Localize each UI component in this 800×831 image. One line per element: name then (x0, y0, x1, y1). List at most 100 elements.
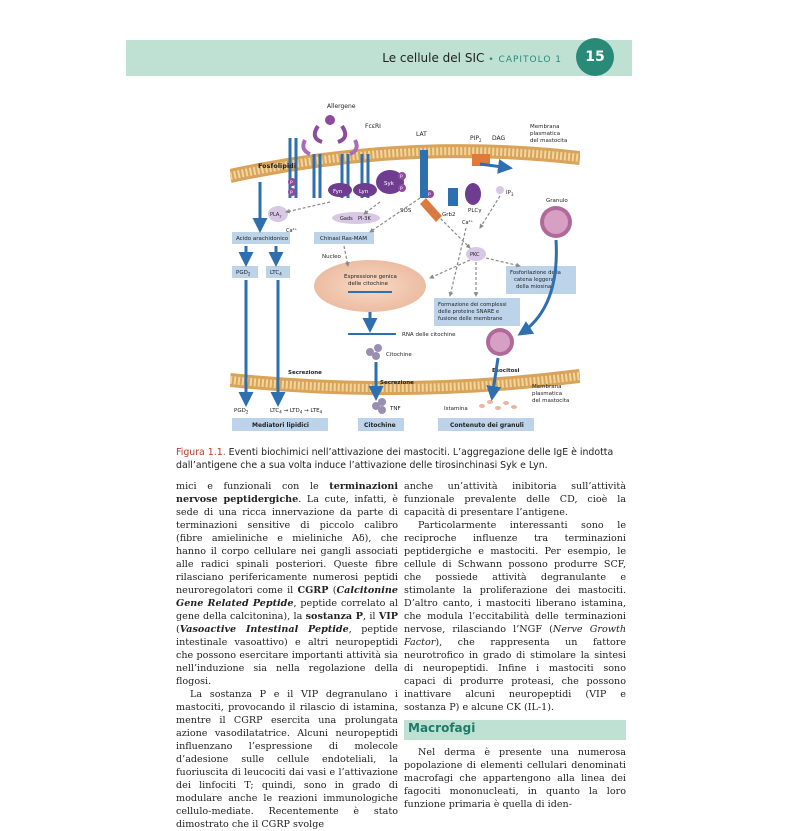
bold-term: CGRP (297, 585, 329, 596)
lat-complex (420, 150, 490, 222)
granule-inner (544, 210, 568, 234)
label-membrana-bottom: Membrana plasmatica del mastocita (532, 384, 569, 404)
label-plc: PLCγ (468, 208, 482, 214)
label-dag: DAG (492, 135, 506, 142)
text-span: ), che rappresenta un fattore neurotrofi… (404, 637, 626, 713)
label-ip3: IP3 (506, 190, 514, 197)
label-membrana-top: Membrana plasmatica del mastocita (530, 124, 567, 144)
label-lat: LAT (416, 131, 427, 138)
bold-italic-term: Vasoactive Intestinal Peptide (179, 624, 349, 635)
label-ltc4-chain: LTC4 → LTD4 → LTE4 (270, 408, 323, 415)
paragraph-substance-p: La sostanza P e il VIP degranulano i mas… (176, 689, 398, 830)
label-citochine: Citochine (386, 352, 412, 358)
text-span: ( (328, 585, 337, 596)
right-column: anche un’attività inibitoria sull’attivi… (404, 480, 626, 811)
label-fceri: FcεRI (365, 123, 381, 130)
pkc-enzyme (466, 247, 486, 261)
left-column: mici e funzionali con le terminazioni ne… (176, 480, 398, 831)
bold-term: terminazioni nervose peptidergiche (176, 481, 398, 505)
page-number: 15 (576, 38, 614, 76)
text-span: ( (176, 624, 180, 635)
exocytosis-granule-inner (490, 332, 510, 352)
label-formazione: Formazione dei complessi delle proteine … (438, 302, 508, 322)
label-sos: SOS (400, 208, 412, 214)
bold-term: sostanza P (305, 611, 363, 622)
bold-italic-term: Calcitonine Gene Related Peptide (176, 585, 398, 609)
text-span: Particolarmente interessanti sono le rec… (404, 520, 626, 635)
label-p-1: P (290, 180, 293, 186)
label-gads: Gads (340, 216, 353, 222)
section-heading-bar: Macrofagi (404, 720, 626, 740)
label-istamina: Istamina (444, 406, 468, 412)
chapter-label: • CAPITOLO 1 (488, 55, 562, 65)
label-grb2: Grb2 (442, 212, 456, 218)
label-p-2: P (290, 190, 293, 196)
label-secrezione-mid: Secrezione (380, 380, 414, 386)
label-citochine-box: Citochine (364, 422, 396, 429)
label-ltc4: LTC4 (270, 270, 282, 277)
label-pi3k: PI-3K (358, 216, 371, 222)
label-esocitosi: Esocitosi (492, 368, 520, 374)
figure-caption-text: Eventi biochimici nell’attivazione dei m… (176, 447, 614, 471)
label-chinasi: Chinasi Ras-MAM (320, 236, 367, 242)
figure-caption: Figura 1.1. Eventi biochimici nell’attiv… (176, 446, 632, 472)
label-lyn: Lyn (359, 189, 369, 195)
box-citochine (358, 418, 404, 431)
label-p-3: P (400, 174, 403, 180)
figure-label: Figura 1.1. (176, 447, 226, 458)
text-span: . La cute, infatti, è sede di una ricca … (176, 494, 398, 596)
text-span: , peptide correlato al gene della calcit… (176, 598, 398, 622)
label-pgd2-bottom: PGD2 (234, 408, 249, 415)
page-header: Le cellule del SIC• CAPITOLO 1 (126, 40, 632, 76)
pla2-enzyme (268, 206, 288, 222)
paragraph-cd-inhibition: anche un’attività inibitoria sull’attivi… (404, 481, 626, 518)
label-p-5: P (428, 192, 431, 198)
label-granulo: Granulo (546, 198, 568, 204)
label-rna: RNA delle citochine (402, 332, 456, 338)
histamine-icon (479, 400, 517, 410)
box-contenuto (438, 418, 534, 431)
label-contenuto: Contenuto dei granuli (450, 422, 524, 429)
label-pla2: PLA2 (270, 212, 282, 219)
box-pgd2 (232, 266, 258, 278)
cytokine-icon (366, 344, 382, 360)
label-secrezione-left: Secrezione (288, 370, 322, 376)
signal-arrows (285, 195, 521, 297)
label-pgd2: PGD2 (236, 270, 251, 277)
tnf-icon (372, 398, 386, 414)
membrane-top (228, 144, 581, 183)
italic-term: Nerve Growth Factor (404, 624, 627, 648)
box-acido (232, 232, 290, 244)
box-fosforilazione (506, 266, 576, 294)
section-title-macrofagi: Macrofagi (408, 721, 476, 735)
label-ca-left: Ca²⁺ (286, 228, 298, 234)
pathway-arrows (238, 158, 558, 407)
label-fyn: Fyn (333, 189, 343, 195)
label-mediatori: Mediatori lipidici (252, 422, 309, 429)
label-espressione: Espressione genica delle citochine (344, 274, 399, 287)
label-pkc: PKC (470, 252, 480, 258)
label-p-4: P (400, 186, 403, 192)
text-span: mici e funzionali con le (176, 481, 330, 492)
label-pip2: PIP2 (470, 135, 482, 143)
kinase-cluster (328, 170, 404, 197)
label-fosfolipidi: Fosfolipidi (258, 162, 296, 170)
gads-pi3k (332, 212, 380, 224)
box-chinasi (314, 232, 374, 244)
bold-term: VIP (378, 611, 398, 622)
label-fosforilazione: Fosforilazione della catena leggera dell… (510, 270, 563, 290)
label-allergene: Allergene (327, 103, 356, 110)
label-nucleo: Nucleo (322, 254, 342, 260)
label-acido: Acido arachidonico (236, 236, 289, 242)
nucleus (314, 260, 426, 312)
figure-diagram: Allergene FcεRI Fosfolipidi LAT PIP2 DAG… (228, 103, 581, 431)
box-formazione (434, 298, 520, 326)
paragraph-neuropeptides: mici e funzionali con le terminazioni ne… (176, 480, 398, 688)
box-ltc4 (266, 266, 290, 278)
label-syk: Syk (384, 181, 395, 187)
running-title: Le cellule del SIC• CAPITOLO 1 (382, 51, 562, 65)
text-span: , peptide intestinale vasoattivo) e altr… (176, 624, 398, 687)
text-span: , il (362, 611, 379, 622)
allergen-icon (301, 115, 359, 156)
box-mediatori (232, 418, 328, 431)
